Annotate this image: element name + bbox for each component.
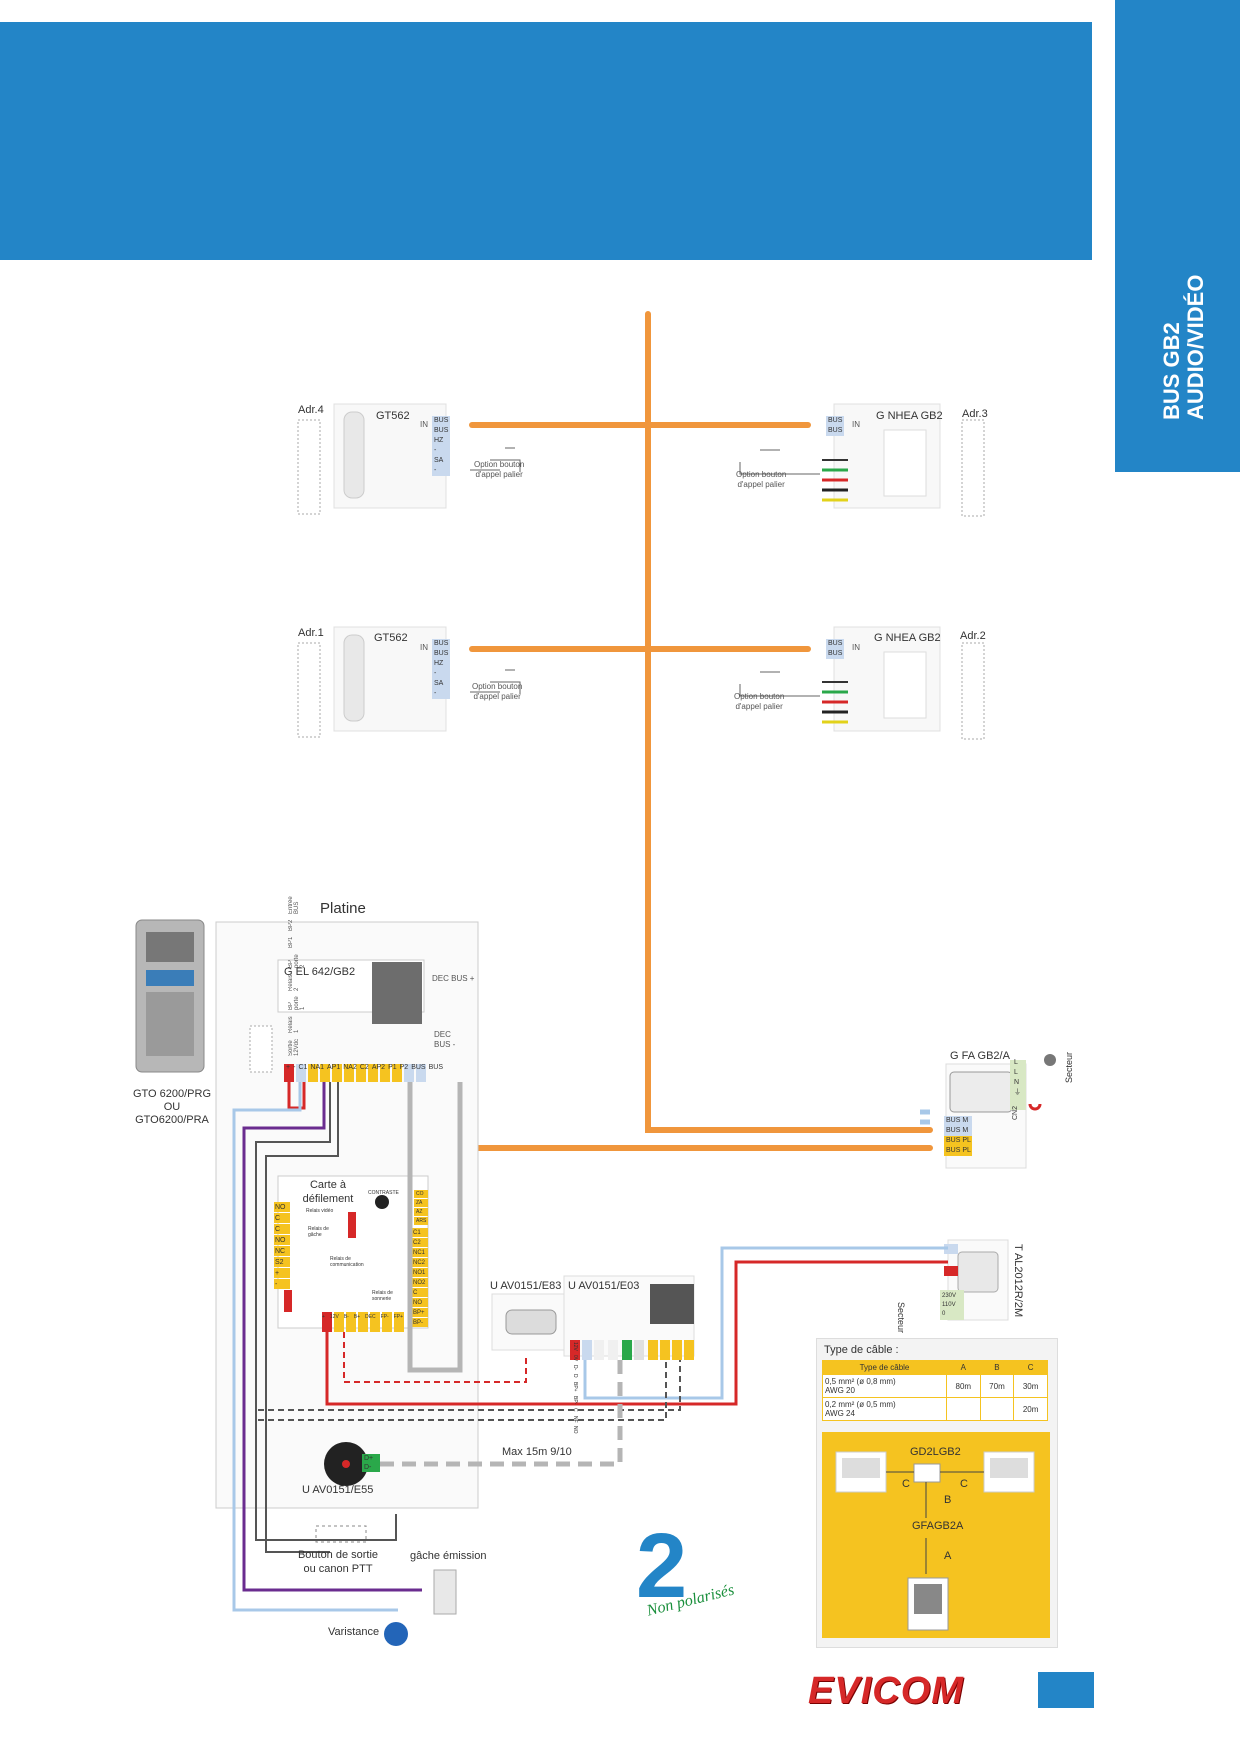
page-number-block: [1038, 1672, 1094, 1708]
adr2-model: G NHEA GB2: [874, 632, 941, 644]
platine-title: Platine: [320, 900, 366, 917]
uav-e55-term-labels: D+D-: [364, 1455, 374, 1471]
adr3-model: G NHEA GB2: [876, 410, 943, 422]
e55-terminals: [362, 1454, 380, 1472]
carte-bottom-terminals: [322, 1312, 404, 1332]
platine-terminals: [284, 1064, 426, 1082]
gfa-cn2: CN2: [1012, 1106, 1019, 1121]
adr3-label: Adr.3: [962, 408, 988, 420]
unit-adr2: [739, 626, 985, 740]
topo-c1: C: [902, 1478, 910, 1490]
relais-video: Relais vidéo: [306, 1208, 334, 1214]
adr1-model: GT562: [374, 632, 408, 644]
relais-comm: Relais de communication: [330, 1256, 364, 1268]
carte-left-terminals: [274, 1202, 290, 1289]
topology-diagram: [835, 1451, 1035, 1631]
uav-e83-label: U AV0151/E83: [490, 1280, 562, 1292]
bus-trunk: [645, 311, 933, 1133]
tal-secteur: Secteur: [896, 1302, 906, 1334]
carte-right-terminals: [412, 1190, 428, 1327]
uav-e03-label: U AV0151/E03: [568, 1280, 640, 1292]
topo-c2: C: [960, 1478, 968, 1490]
cable-title: Type de câble :: [824, 1344, 899, 1356]
table-row: 0,2 mm² (ø 0,5 mm)AWG 24 20m: [822, 1397, 1048, 1421]
uav-e55-label: U AV0151/E55: [302, 1484, 374, 1496]
adr1-label: Adr.1: [298, 627, 324, 639]
contraste-label: CONTRASTE: [368, 1190, 399, 1196]
gache-label: gâche émission: [410, 1550, 487, 1562]
module-camera: [372, 962, 422, 1024]
uav-e83-module: [505, 1309, 557, 1335]
carte-led2: [284, 1290, 292, 1312]
unit-adr3: [739, 403, 985, 517]
gfa-supply: [944, 1054, 1056, 1169]
bus-platine-return: [407, 1077, 933, 1151]
side-tab: [1115, 0, 1240, 472]
header-band: [0, 22, 1092, 260]
max-length: Max 15m 9/10: [502, 1446, 572, 1458]
door-strike: [433, 1569, 457, 1615]
adr2-label: Adr.2: [960, 630, 986, 642]
exit-button: [315, 1525, 367, 1543]
uav-e03-module: [650, 1284, 694, 1324]
varistance-icon: [384, 1622, 408, 1646]
dec-bus-plus: DEC BUS +: [432, 974, 475, 983]
module-dip: [249, 1025, 273, 1073]
adr1-in: IN: [420, 643, 428, 652]
topo-a: A: [944, 1550, 952, 1562]
unit-adr4: [297, 403, 521, 515]
topo-gfa: GFAGB2A: [912, 1520, 964, 1532]
evicom-logo: EVICOM: [808, 1670, 964, 1712]
unit-adr1: [297, 626, 521, 738]
carte-box: [277, 1175, 429, 1329]
varistance-label: Varistance: [328, 1626, 380, 1638]
adr3-in: IN: [852, 420, 860, 429]
topo-b: B: [944, 1494, 952, 1506]
platine-module: G EL 642/GB2: [284, 966, 356, 978]
relais-sonnerie: Relais de sonnerie: [372, 1290, 393, 1302]
uav-e03-terminals: [570, 1340, 694, 1360]
carte-led1: [348, 1212, 356, 1238]
tal-supply: [940, 1239, 1009, 1321]
gfa-model: G FA GB2/A: [950, 1050, 1010, 1062]
contraste-knob: [375, 1195, 389, 1209]
relais-gache: Relais de gâche: [308, 1226, 329, 1238]
adr4-in: IN: [420, 420, 428, 429]
topo-gd: GD2LGB2: [910, 1446, 961, 1458]
adr4-label: Adr.4: [298, 404, 324, 416]
non-polarises-logo: 2 Non polarisés: [636, 1515, 736, 1620]
adr2-in: IN: [852, 643, 860, 652]
adr4-model: GT562: [376, 410, 410, 422]
tal-model: T AL2012R/2M: [1012, 1244, 1024, 1318]
outdoor-station: [135, 919, 205, 1073]
gfa-secteur: Secteur: [1064, 1052, 1074, 1084]
